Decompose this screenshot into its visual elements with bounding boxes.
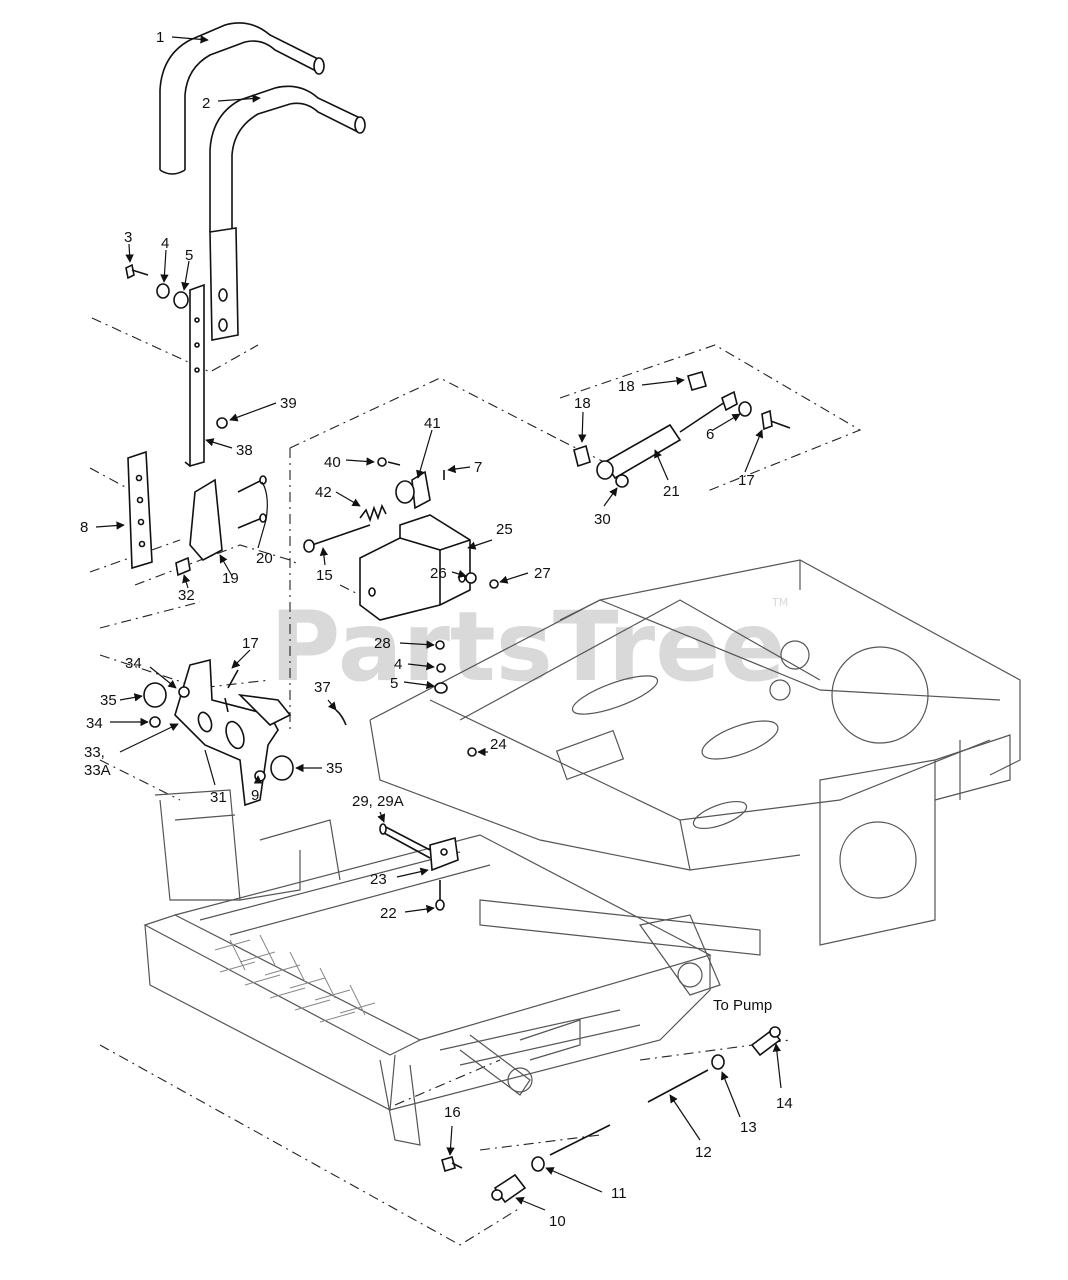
label-30: 30	[594, 511, 611, 528]
label-33: 33,	[84, 744, 105, 761]
mower-frame	[143, 559, 1021, 1146]
label-33a: 33A	[84, 762, 111, 779]
callout-labels: 1 2 3 4 5 39 38 8 20 19 32 41 40 7 42 15…	[80, 29, 793, 1230]
label-12: 12	[695, 1144, 712, 1161]
label-31: 31	[210, 789, 227, 806]
label-37: 37	[314, 679, 331, 696]
label-17-lower: 17	[242, 635, 259, 652]
label-11: 11	[611, 1185, 627, 1202]
label-38: 38	[236, 442, 253, 459]
label-5-lower: 5	[390, 675, 398, 692]
label-18-upper: 18	[618, 378, 635, 395]
label-26: 26	[430, 565, 447, 582]
label-22: 22	[380, 905, 397, 922]
label-39: 39	[280, 395, 297, 412]
label-34-lower: 34	[86, 715, 103, 732]
label-3: 3	[124, 229, 132, 246]
label-27: 27	[534, 565, 551, 582]
label-23: 23	[370, 871, 387, 888]
label-28: 28	[374, 635, 391, 652]
label-41: 41	[424, 415, 441, 432]
label-9: 9	[251, 787, 259, 804]
label-8: 8	[80, 519, 88, 536]
label-6: 6	[706, 426, 714, 443]
label-42: 42	[315, 484, 332, 501]
label-40: 40	[324, 454, 341, 471]
handle-right	[209, 85, 361, 232]
watermark: PartsTree	[270, 591, 785, 703]
label-4: 4	[161, 235, 169, 252]
watermark-trademark: TM	[771, 596, 788, 609]
label-34-upper: 34	[125, 655, 142, 672]
label-10: 10	[549, 1213, 566, 1230]
label-19: 19	[222, 570, 239, 587]
label-29-29a: 29, 29A	[352, 793, 404, 810]
label-20: 20	[256, 550, 273, 567]
label-5: 5	[185, 247, 193, 264]
label-21: 21	[663, 483, 680, 500]
footrest-tread	[214, 934, 376, 1023]
parts	[125, 22, 791, 1204]
label-7: 7	[474, 459, 482, 476]
leader-lines	[95, 35, 782, 1211]
label-16: 16	[444, 1104, 461, 1121]
handle-left	[159, 22, 321, 170]
label-2: 2	[202, 95, 210, 112]
label-13: 13	[740, 1119, 757, 1136]
label-15: 15	[316, 567, 333, 584]
label-to-pump: To Pump	[713, 997, 772, 1014]
label-35-left: 35	[100, 692, 117, 709]
label-35-right: 35	[326, 760, 343, 777]
label-25: 25	[496, 521, 513, 538]
label-32: 32	[178, 587, 195, 604]
label-18-lower: 18	[574, 395, 591, 412]
label-14: 14	[776, 1095, 793, 1112]
assembly-zones	[89, 317, 862, 1246]
label-1: 1	[156, 29, 164, 46]
label-17-upper: 17	[738, 472, 755, 489]
label-4-lower: 4	[394, 656, 402, 673]
label-24: 24	[490, 736, 507, 753]
